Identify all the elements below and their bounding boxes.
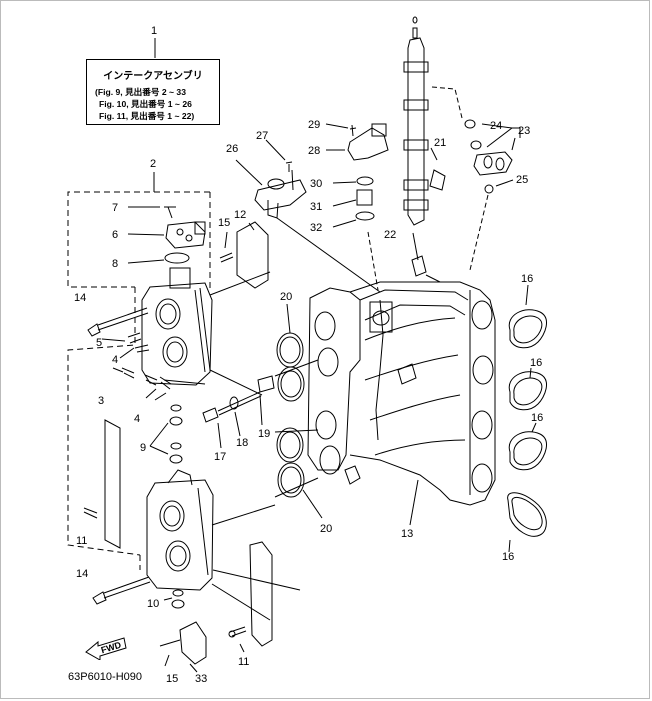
- injector-23: [473, 151, 513, 176]
- throttle-sensor-6: [165, 221, 206, 249]
- callout-8: 8: [112, 258, 118, 270]
- screw-15-upper: [219, 252, 234, 263]
- callout-24: 24: [490, 120, 502, 132]
- callout-16-1: 16: [521, 273, 533, 285]
- adjust-screw-17-18-19: [202, 375, 275, 423]
- callout-4-upper: 4: [112, 354, 118, 366]
- callout-2: 2: [150, 158, 156, 170]
- screw-5: [127, 332, 142, 344]
- callout-3: 3: [98, 395, 104, 407]
- o-rings-20-lower: [276, 427, 305, 498]
- callout-22: 22: [384, 229, 396, 241]
- callout-4-lower: 4: [134, 413, 140, 425]
- callout-27: 27: [256, 130, 268, 142]
- callout-11-lower: 11: [238, 656, 249, 668]
- callout-28: 28: [308, 145, 320, 157]
- pressure-sensor-31: [356, 189, 373, 206]
- o-ring-24b: [470, 140, 482, 150]
- washer-9a: [170, 404, 182, 412]
- screw-15-lower: [159, 639, 181, 647]
- reference-line-fig11: Fig. 11, 見出番号 1 ~ 22): [99, 111, 195, 121]
- callout-9: 9: [140, 442, 146, 454]
- callout-16-2: 16: [530, 357, 542, 369]
- bracket-12: [236, 221, 269, 289]
- callout-10: 10: [147, 598, 159, 610]
- reference-line-fig9: (Fig. 9, 見出番号 2 ~ 33: [95, 87, 186, 97]
- washer-9b: [169, 416, 183, 426]
- callout-1: 1: [151, 25, 157, 37]
- screw-7: [128, 206, 176, 219]
- callout-32: 32: [310, 222, 322, 234]
- bolt-14-lower: [92, 576, 151, 605]
- callout-16-4: 16: [502, 551, 514, 563]
- callout-12: 12: [234, 209, 246, 221]
- callout-14-upper: 14: [74, 292, 86, 304]
- o-ring-32: [355, 211, 375, 221]
- callout-21: 21: [434, 137, 446, 149]
- callout-17: 17: [214, 451, 226, 463]
- callout-26: 26: [226, 143, 238, 155]
- bracket-33: [179, 621, 207, 665]
- assembly-reference-box: インテークアセンブリ (Fig. 9, 見出番号 2 ~ 33 Fig. 10,…: [86, 59, 220, 125]
- screw-27: [285, 161, 293, 172]
- screw-29: [349, 124, 357, 137]
- callout-19: 19: [258, 428, 270, 440]
- o-rings-20-upper: [276, 332, 305, 402]
- sensor-28: [347, 127, 389, 161]
- callout-11-left: 11: [76, 535, 87, 547]
- reference-line-fig10: Fig. 10, 見出番号 1 ~ 26: [99, 99, 192, 109]
- group-outline-2: [67, 191, 211, 556]
- callout-14-lower: 14: [76, 568, 88, 580]
- callout-13: 13: [401, 528, 413, 540]
- forward-arrow-icon: FWD: [85, 637, 127, 660]
- callout-15-upper: 15: [218, 217, 230, 229]
- callout-29: 29: [308, 119, 320, 131]
- reference-title: インテークアセンブリ: [103, 71, 203, 82]
- callout-5: 5: [96, 337, 102, 349]
- screw-21: [430, 147, 438, 161]
- o-ring-25: [484, 184, 494, 194]
- map-sensor-26: [254, 169, 307, 219]
- callout-16-3: 16: [531, 412, 543, 424]
- callout-20-lower: 20: [320, 523, 332, 535]
- callout-6: 6: [112, 229, 118, 241]
- screw-3: [121, 367, 135, 379]
- callout-25: 25: [516, 174, 528, 186]
- callout-20-upper: 20: [280, 291, 292, 303]
- gasket-plate-lower: [249, 541, 273, 647]
- callout-31: 31: [310, 201, 322, 213]
- callout-15-lower: 15: [166, 673, 178, 685]
- upper-throttle-body: [141, 267, 213, 386]
- callout-30: 30: [310, 178, 322, 190]
- callout-7: 7: [112, 202, 118, 214]
- o-ring-8: [164, 252, 190, 264]
- figure-code: 63P6010-H090: [68, 671, 143, 683]
- intake-manifold-13: [307, 281, 496, 526]
- gaskets-16: [507, 309, 547, 537]
- fitting-22: [411, 255, 427, 277]
- o-ring-24a: [464, 119, 476, 129]
- lower-throttle-body: [146, 469, 214, 591]
- callout-18: 18: [236, 437, 248, 449]
- fuel-rail: [403, 16, 429, 226]
- bolt-14-upper: [87, 307, 149, 337]
- callout-33: 33: [195, 673, 207, 685]
- o-ring-30: [356, 176, 374, 186]
- callout-23: 23: [518, 125, 530, 137]
- gasket-plate-left: [104, 419, 121, 549]
